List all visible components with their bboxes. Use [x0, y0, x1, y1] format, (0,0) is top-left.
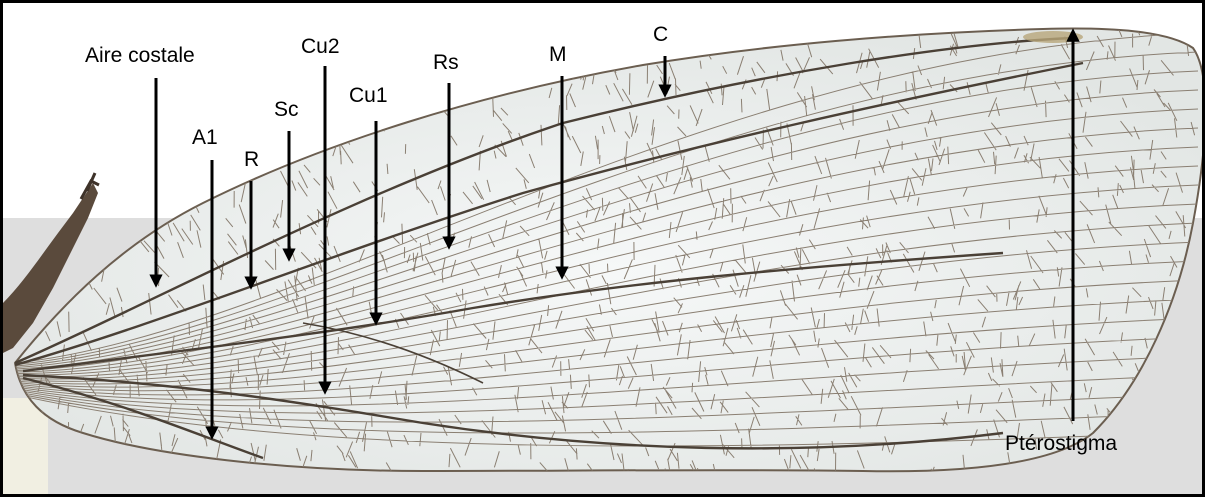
label-a1: A1 [192, 127, 218, 148]
label-c: C [653, 24, 668, 45]
label-sc: Sc [274, 99, 299, 120]
pin-block [3, 398, 48, 497]
label-pterostigma: Ptérostigma [1005, 433, 1117, 454]
label-aire-costale: Aire costale [85, 45, 195, 66]
label-r: R [244, 149, 259, 170]
label-m: M [549, 44, 567, 65]
wing-diagram [3, 3, 1205, 497]
label-cu2: Cu2 [301, 36, 340, 57]
label-rs: Rs [433, 52, 459, 73]
label-cu1: Cu1 [349, 85, 388, 106]
